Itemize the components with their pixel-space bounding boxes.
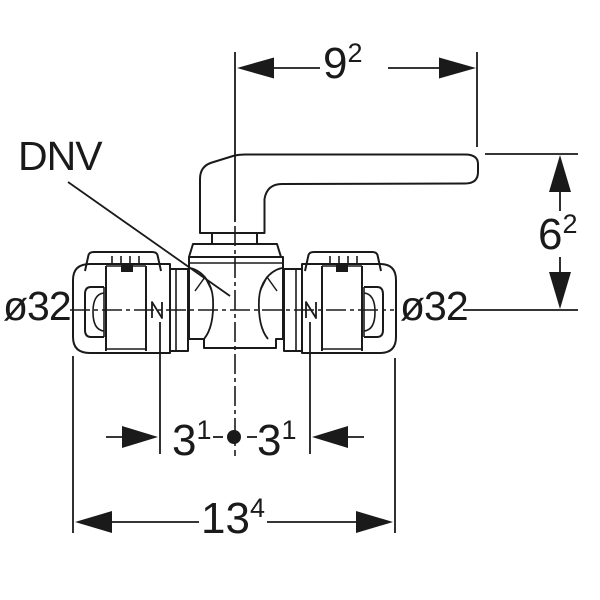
dim-13-4-arrow-left xyxy=(75,511,112,533)
dimension-6-2 xyxy=(485,153,578,309)
connector-right-window-outer xyxy=(364,286,384,338)
dimension-3-1-pair xyxy=(106,322,364,454)
dim-value: 13 xyxy=(201,494,250,543)
connector-right-outline xyxy=(301,263,397,354)
connector-left-clip-teeth xyxy=(111,256,140,263)
dim-6-2-arrow-up xyxy=(549,155,571,192)
dim-offset-right-label: 31 xyxy=(257,417,297,463)
connector-right-depth-mark xyxy=(305,301,317,319)
dim-value: 3 xyxy=(172,416,197,465)
dim-handle-length-label: 92 xyxy=(323,40,363,86)
diameter-left-label: ø32 xyxy=(3,283,72,329)
dim-9-2-arrow-left xyxy=(237,57,274,79)
connector-right-clip xyxy=(304,251,382,272)
dim-value: 3 xyxy=(257,416,282,465)
connector-left-clip xyxy=(84,251,162,272)
connector-left-outline xyxy=(72,263,171,354)
dnv-leader-line xyxy=(67,181,231,297)
dim-3-1-arrow-left xyxy=(122,426,158,448)
dim-9-2-arrow-right xyxy=(439,57,476,79)
connector-left-window-outer xyxy=(84,286,104,338)
dimension-13-4 xyxy=(72,356,396,533)
dim-total-width-label: 134 xyxy=(201,495,265,541)
body-facet-right xyxy=(259,276,278,292)
valve-body xyxy=(188,256,284,349)
connector-right-clip-latch xyxy=(336,265,348,272)
dim-value: 6 xyxy=(538,210,563,259)
dnv-label: DNV xyxy=(18,133,103,179)
body-shoulder-left xyxy=(189,267,215,340)
dim-6-2-arrow-down xyxy=(549,272,571,309)
connector-left-window-inner xyxy=(92,292,105,332)
dim-superscript: 2 xyxy=(347,38,363,68)
center-dot xyxy=(227,430,241,444)
dim-13-4-arrow-right xyxy=(356,511,393,533)
body-facet-left xyxy=(194,276,213,292)
body-shoulder-right xyxy=(257,267,283,340)
handle xyxy=(199,153,479,234)
push-fit-connector-right xyxy=(301,251,397,354)
dim-superscript: 1 xyxy=(281,415,297,445)
dim-superscript: 2 xyxy=(562,209,578,239)
dim-offset-left-label: 31 xyxy=(172,417,212,463)
dim-height-label: 62 xyxy=(538,211,578,257)
handle-outline xyxy=(199,153,479,234)
connector-left-clip-latch xyxy=(121,265,133,272)
connector-right-clip-teeth xyxy=(329,256,358,263)
dimension-9-2 xyxy=(237,52,478,147)
push-fit-connector-left xyxy=(72,251,171,354)
dim-value: 9 xyxy=(323,39,348,88)
body-outline xyxy=(188,256,284,349)
diameter-right-label: ø32 xyxy=(400,283,469,329)
dim-3-1-arrow-right xyxy=(312,426,348,448)
connector-right-window-inner xyxy=(363,292,376,332)
dim-superscript: 1 xyxy=(196,415,212,445)
dim-superscript: 4 xyxy=(249,493,265,523)
connector-left-depth-mark xyxy=(151,301,163,319)
